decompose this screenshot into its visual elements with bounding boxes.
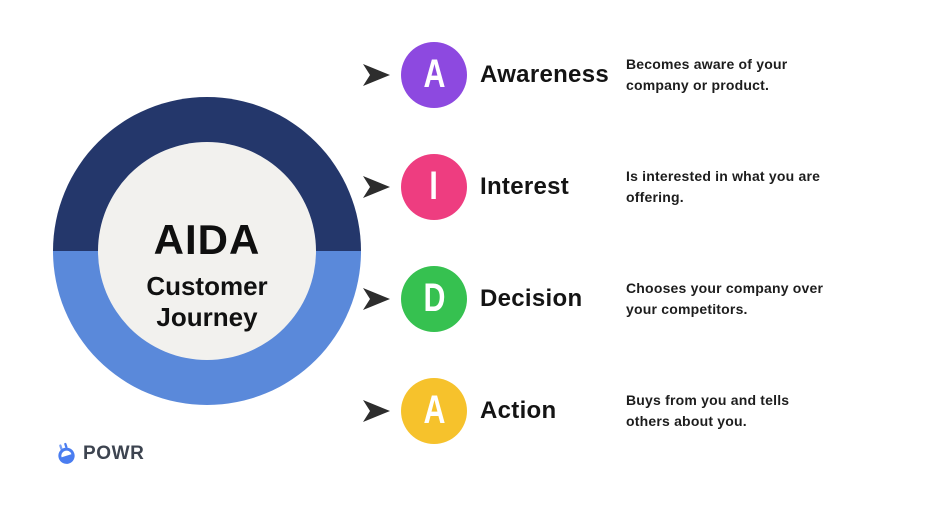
donut-center: AIDA Customer Journey — [98, 142, 316, 360]
stage-description: Buys from you and tells others about you… — [626, 392, 790, 429]
stage-row-decision: D Decision Chooses your company over you… — [363, 266, 826, 332]
diagram-subtitle-line2: Journey — [156, 302, 258, 332]
diagram-title: AIDA — [153, 216, 261, 263]
stage-letter: I — [429, 163, 439, 208]
stage-label: Decision — [480, 285, 583, 312]
arrow-right-icon — [363, 400, 390, 422]
stage-row-awareness: A Awareness Becomes aware of your compan… — [363, 42, 826, 108]
brand-name: POWR — [83, 443, 145, 464]
stage-description: Is interested in what you are offering. — [626, 168, 821, 205]
stage-badge-interest: I — [401, 154, 467, 220]
stage-label: Interest — [480, 173, 570, 200]
arrow-right-icon — [363, 176, 390, 198]
brand-logo: POWR — [56, 442, 145, 466]
stage-badge-decision: D — [401, 266, 467, 332]
powr-plug-icon — [58, 442, 75, 464]
arrow-right-icon — [363, 288, 390, 310]
stage-letter: A — [423, 51, 445, 96]
stage-label: Awareness — [480, 61, 610, 88]
stage-badge-awareness: A — [401, 42, 467, 108]
stage-row-action: A Action Buys from you and tells others … — [363, 378, 826, 444]
stage-row-interest: I Interest Is interested in what you are… — [363, 154, 826, 220]
stage-badge-action: A — [401, 378, 467, 444]
donut-ring: AIDA Customer Journey — [53, 97, 361, 405]
stage-letter: A — [423, 387, 445, 432]
stage-label: Action — [480, 397, 557, 424]
stage-description: Becomes aware of your company or product… — [626, 56, 788, 93]
diagram-subtitle-line1: Customer — [146, 271, 268, 301]
stage-letter: D — [423, 275, 445, 320]
stage-description: Chooses your company over your competito… — [626, 280, 824, 317]
arrow-right-icon — [363, 64, 390, 86]
